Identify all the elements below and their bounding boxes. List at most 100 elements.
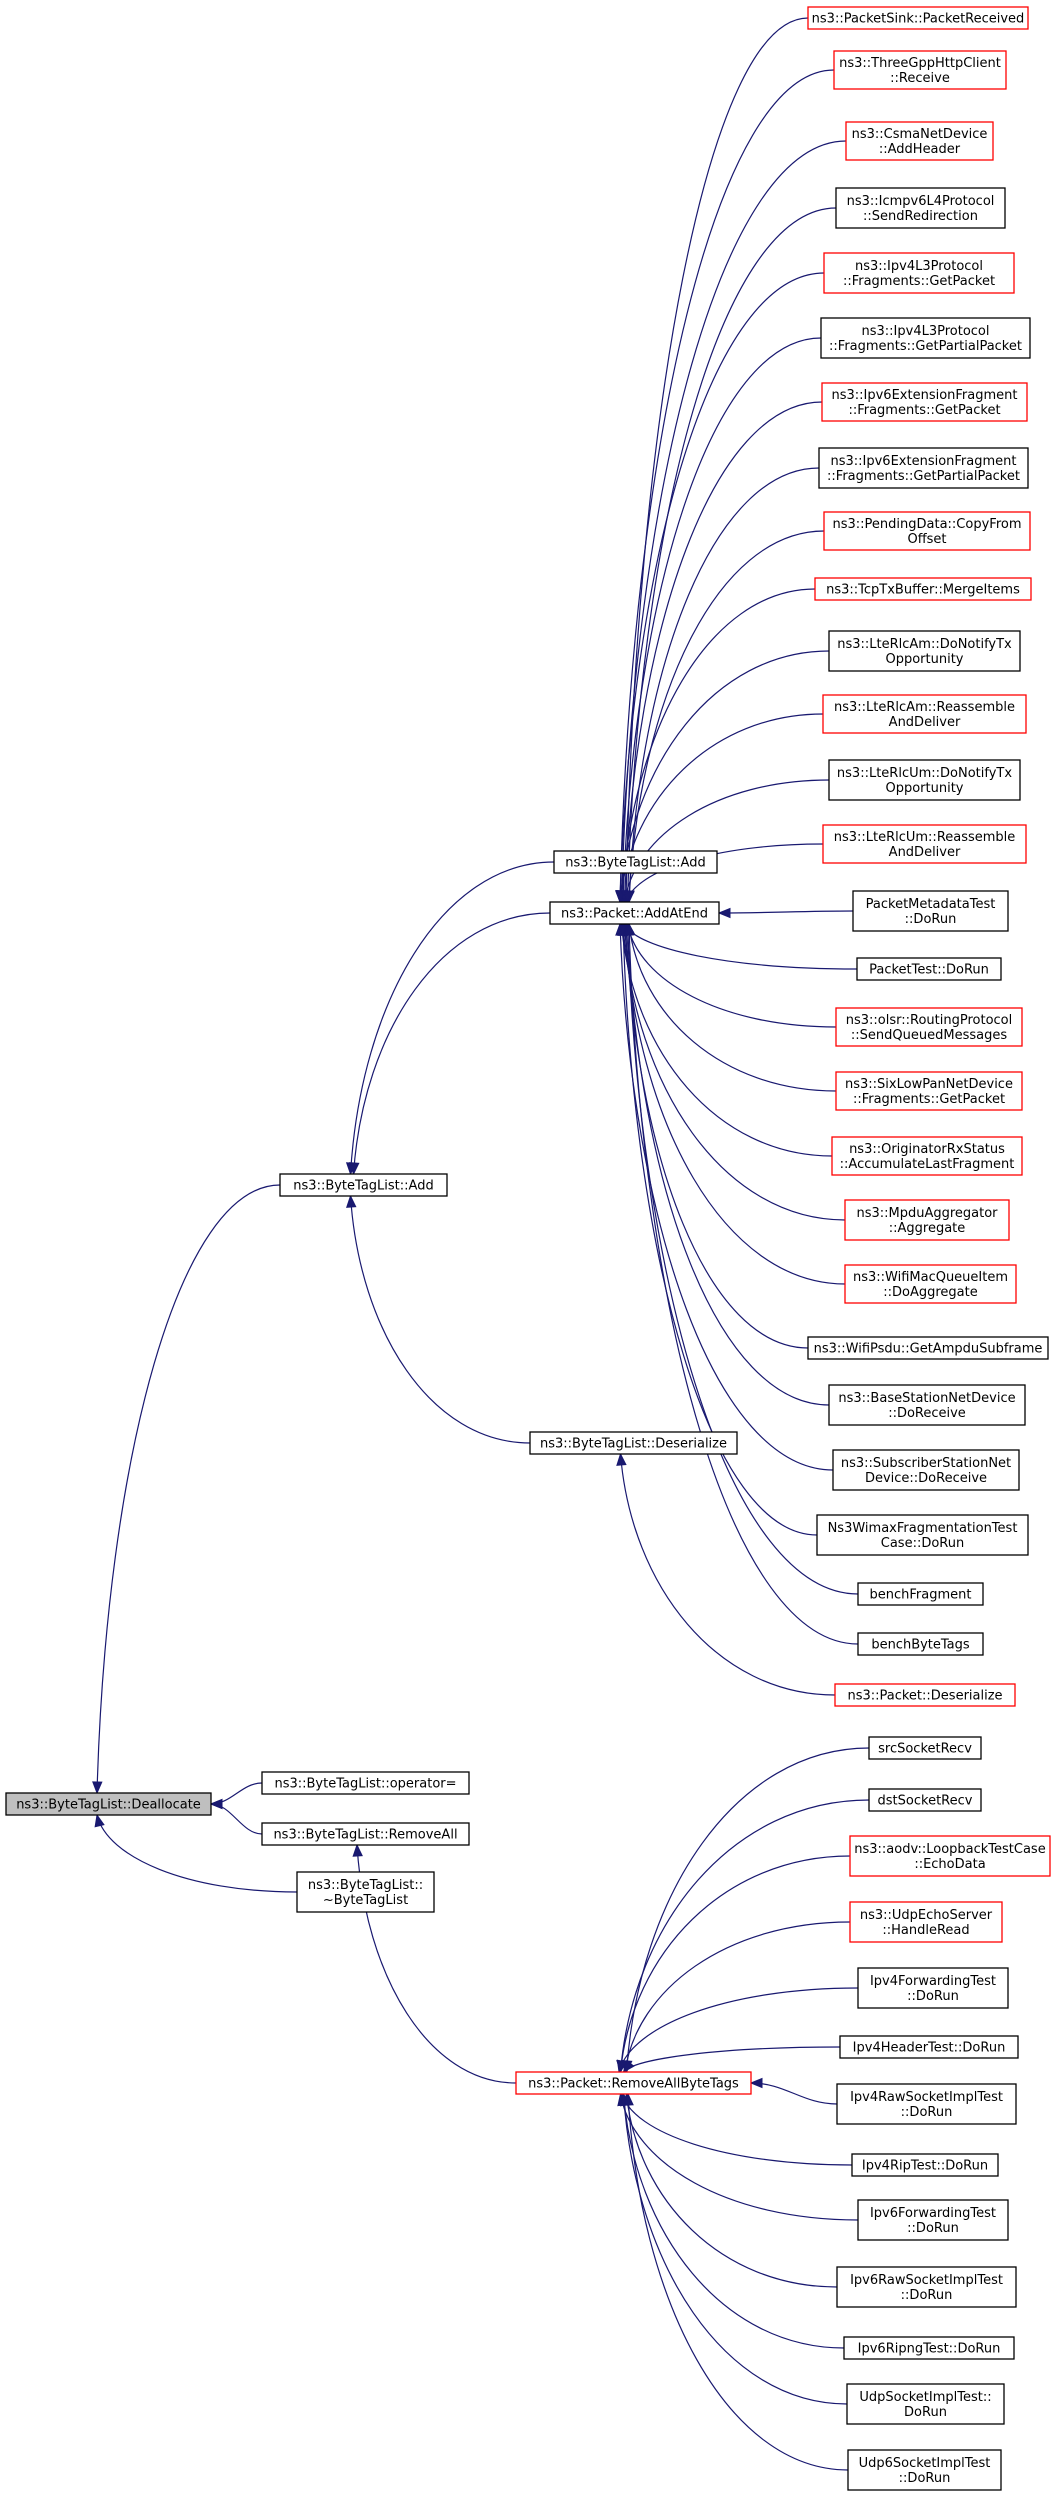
node-label: ns3::UdpEchoServer	[860, 1908, 993, 1923]
edge-arrowhead	[616, 2059, 627, 2074]
edge-icmpv6-to-add-at-end	[626, 207, 837, 903]
node-box	[857, 2199, 1009, 2241]
node-ipv6-frag-get[interactable]: ns3::Ipv6ExtensionFragment::Fragments::G…	[821, 382, 1028, 422]
node-pkt-deser[interactable]: ns3::Packet::Deserialize	[834, 1683, 1016, 1707]
node-label: ::Receive	[890, 71, 950, 86]
node-label: ::DoRun	[907, 1989, 959, 2004]
edge-ipv4-frag-get-to-add-at-end	[619, 272, 825, 903]
node-box	[822, 824, 1027, 864]
node-label: ns3::ByteTagList::RemoveAll	[273, 1828, 457, 1843]
node-box	[279, 1173, 448, 1197]
node-icmpv6: ns3::Icmpv6L4Protocol::SendRedirection	[835, 187, 1006, 229]
node-add-at-end: ns3::Packet::AddAtEnd	[549, 901, 720, 925]
edge-arrowhead	[346, 1194, 357, 1208]
node-box	[836, 2083, 1017, 2125]
node-box	[820, 317, 1031, 359]
node-box	[849, 1901, 1003, 1943]
node-mpdu-agg[interactable]: ns3::MpduAggregator::Aggregate	[844, 1199, 1010, 1241]
edge-pkt-deser-to-deserialize	[619, 1453, 836, 1696]
node-box	[835, 187, 1006, 229]
node-pkt-sink[interactable]: ns3::PacketSink::PacketReceived	[807, 6, 1029, 30]
node-box	[296, 1871, 435, 1913]
edge-udp6-sock-to-remove-all-tags	[627, 2093, 849, 2471]
node-label: ns3::LteRlcAm::DoNotifyTx	[837, 637, 1012, 652]
node-label: ns3::PendingData::CopyFrom	[833, 517, 1022, 532]
edge-rlcum-notify-to-add-at-end	[623, 779, 830, 903]
node-box	[816, 1514, 1029, 1556]
node-label: ns3::LteRlcAm::Reassemble	[834, 700, 1015, 715]
node-box	[818, 447, 1029, 489]
edge-arrowhead	[209, 1798, 223, 1810]
edge-add2-to-add-main	[349, 861, 555, 1175]
node-box	[868, 1736, 982, 1760]
node-box	[553, 850, 718, 874]
node-ipv6-raw: Ipv6RawSocketImplTest::DoRun	[836, 2266, 1017, 2308]
node-label: ns3::CsmaNetDevice	[852, 127, 988, 142]
node-ipv6-ripng: Ipv6RipngTest::DoRun	[843, 2336, 1015, 2360]
node-remove-all-tags[interactable]: ns3::Packet::RemoveAllByteTags	[515, 2071, 752, 2095]
node-label: ns3::LteRlcUm::DoNotifyTx	[837, 766, 1012, 781]
node-add2: ns3::ByteTagList::Add	[553, 850, 718, 874]
node-originator[interactable]: ns3::OriginatorRxStatus::AccumulateLastF…	[831, 1136, 1023, 1176]
edge-src-sock-to-remove-all-tags	[625, 1747, 870, 2073]
edge-olsr-to-add-at-end	[626, 923, 837, 1028]
node-label: Ipv4HeaderTest::DoRun	[853, 2041, 1006, 2056]
node-olsr[interactable]: ns3::olsr::RoutingProtocol::SendQueuedMe…	[835, 1007, 1023, 1047]
edge-arrowhead	[624, 889, 635, 904]
node-ipv4-frag-get[interactable]: ns3::Ipv4L3Protocol::Fragments::GetPacke…	[823, 252, 1015, 294]
node-box	[822, 694, 1027, 734]
node-label: Ipv6RipngTest::DoRun	[858, 2342, 1001, 2357]
node-label: ns3::TcpTxBuffer::MergeItems	[826, 583, 1020, 598]
node-ipv4-rip: Ipv4RipTest::DoRun	[851, 2153, 999, 2177]
edge-ipv4-fwd-to-remove-all-tags	[618, 1987, 859, 2073]
node-box	[844, 1264, 1017, 1304]
edge-sixlowpan-to-add-at-end	[628, 923, 837, 1092]
edge-arrowhead	[624, 922, 635, 936]
node-dtor: ns3::ByteTagList::~ByteTagList	[296, 1871, 435, 1913]
edge-ipv6-frag-get-to-add-at-end	[623, 401, 823, 903]
node-label: ns3::BaseStationNetDevice	[838, 1391, 1015, 1406]
edge-add-at-end-to-add-main	[352, 912, 551, 1175]
node-tcp-tx[interactable]: ns3::TcpTxBuffer::MergeItems	[814, 577, 1032, 601]
node-aodv[interactable]: ns3::aodv::LoopbackTestCase::EchoData	[849, 1835, 1051, 1877]
edge-wifi-psdu-to-add-at-end	[625, 923, 809, 1349]
edge-deserialize-to-add-main	[349, 1195, 531, 1444]
edge-ipv4-frag-partial-to-add-at-end	[622, 337, 822, 903]
node-wifi-queue[interactable]: ns3::WifiMacQueueItem::DoAggregate	[844, 1264, 1017, 1304]
graph-edges	[92, 17, 870, 2471]
graph-nodes: ns3::ByteTagList::Deallocatens3::ByteTag…	[5, 6, 1051, 2491]
node-label: Device::DoReceive	[865, 1471, 987, 1486]
node-box	[831, 1136, 1023, 1176]
edge-pkt-sink-to-add-at-end	[625, 17, 809, 903]
edge-rlcam-notify-to-add-at-end	[619, 650, 830, 903]
node-label: ns3::ByteTagList::Add	[565, 856, 705, 871]
edge-ipv6-raw-to-remove-all-tags	[625, 2093, 838, 2288]
node-box	[856, 957, 1002, 981]
node-udp-echo[interactable]: ns3::UdpEchoServer::HandleRead	[849, 1901, 1003, 1943]
node-label: DoRun	[904, 2405, 947, 2420]
node-label: ns3::Ipv6ExtensionFragment	[830, 454, 1016, 469]
edge-udp-echo-to-remove-all-tags	[624, 1921, 851, 2073]
node-label: ::DoAggregate	[883, 1285, 978, 1300]
node-sixlowpan[interactable]: ns3::SixLowPanNetDevice::Fragments::GetP…	[835, 1071, 1023, 1111]
node-box	[851, 2153, 999, 2177]
node-http-client[interactable]: ns3::ThreeGppHttpClient::Receive	[833, 50, 1007, 90]
node-label: ::SendQueuedMessages	[851, 1028, 1007, 1043]
edge-arrowhead	[616, 1452, 627, 1466]
node-label: ::DoRun	[901, 2288, 953, 2303]
node-bench-frag: benchFragment	[857, 1582, 984, 1606]
edge-http-client-to-add-at-end	[619, 69, 835, 903]
node-box	[857, 1632, 984, 1656]
node-label: ns3::Packet::Deserialize	[847, 1689, 1002, 1704]
node-csma[interactable]: ns3::CsmaNetDevice::AddHeader	[845, 121, 994, 161]
node-label: ns3::LteRlcUm::Reassemble	[834, 830, 1016, 845]
node-box	[549, 901, 720, 925]
node-box	[857, 1582, 984, 1606]
node-label: benchFragment	[870, 1588, 972, 1603]
